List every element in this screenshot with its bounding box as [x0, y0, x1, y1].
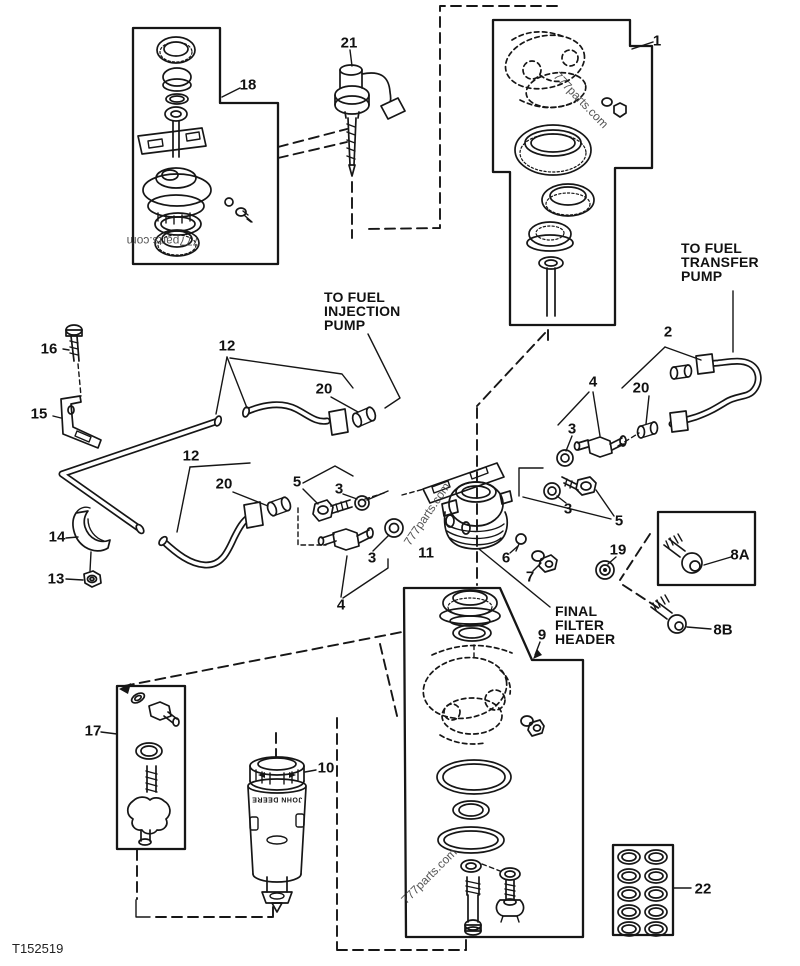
- callout-10: 10: [317, 759, 335, 777]
- callout-4b: 4: [336, 596, 346, 614]
- fittings-left-group: [297, 465, 404, 599]
- callout-13: 13: [47, 570, 65, 588]
- part-9-kit-box: [402, 586, 585, 939]
- annotation-to-fuel-transfer-pump: TO FUEL TRANSFER PUMP: [681, 241, 759, 283]
- part-10-filter-canister: [135, 717, 467, 951]
- callout-22: 22: [694, 880, 712, 898]
- callout-12a: 12: [218, 337, 236, 355]
- annotation-line: TRANSFER: [681, 254, 759, 270]
- part-18-kit-box: [131, 26, 348, 266]
- annotation-line: PUMP: [324, 317, 366, 333]
- callout-14: 14: [48, 528, 66, 546]
- callout-1: 1: [652, 32, 662, 50]
- callout-7: 7: [525, 568, 535, 586]
- callout-8a: 8A: [730, 546, 750, 564]
- callout-3d: 3: [367, 549, 377, 567]
- part-2-fuel-line: [617, 290, 762, 447]
- annotation-line: HEADER: [555, 631, 616, 647]
- part-12-fuel-lines: [58, 333, 401, 569]
- callout-4a: 4: [588, 373, 598, 391]
- part-8-bolts: [650, 510, 757, 634]
- filter-brand-text: JOHN DEERE: [251, 795, 303, 803]
- callout-3a: 3: [567, 420, 577, 438]
- callout-8b: 8B: [713, 621, 733, 639]
- annotation-line: PUMP: [681, 268, 723, 284]
- small-parts-6-7-19: [509, 533, 664, 612]
- part-17-kit-box: [100, 631, 403, 851]
- callout-16: 16: [40, 340, 58, 358]
- annotation-line: TO FUEL: [324, 289, 386, 305]
- callout-3c: 3: [334, 480, 344, 498]
- annotation-final-filter-header: FINAL FILTER HEADER: [555, 604, 615, 646]
- watermark: 777parts.com: [126, 234, 200, 248]
- part-21-sensor: [334, 49, 406, 239]
- callout-19: 19: [609, 541, 627, 559]
- annotation-line: FINAL: [555, 603, 598, 619]
- callout-11: 11: [418, 544, 434, 562]
- callout-6: 6: [501, 549, 511, 567]
- callout-17: 17: [84, 722, 102, 740]
- fittings-right-group: [518, 391, 627, 520]
- detail-boundary-dashes: [365, 5, 558, 230]
- annotation-line: INJECTION: [324, 303, 401, 319]
- callout-18: 18: [239, 76, 257, 94]
- callout-15: 15: [30, 405, 48, 423]
- annotation-to-fuel-injection-pump: TO FUEL INJECTION PUMP: [324, 290, 400, 332]
- callout-2: 2: [663, 323, 673, 341]
- callout-9: 9: [537, 626, 547, 644]
- callout-20b: 20: [215, 475, 233, 493]
- callout-3b: 3: [563, 500, 573, 518]
- callout-12b: 12: [182, 447, 200, 465]
- mounting-hardware: [52, 324, 111, 588]
- callout-20a: 20: [315, 380, 333, 398]
- callout-20c: 20: [632, 379, 650, 397]
- annotation-line: TO FUEL: [681, 240, 743, 256]
- part-11-filter-header: [401, 462, 551, 608]
- callout-5a: 5: [292, 473, 302, 491]
- part-1-kit-box: [476, 18, 654, 586]
- callout-5b: 5: [614, 512, 624, 530]
- part-22-oring-kit: [611, 843, 692, 937]
- callout-21: 21: [340, 34, 358, 52]
- annotation-line: FILTER: [555, 617, 605, 633]
- drawing-number: T152519: [12, 941, 64, 956]
